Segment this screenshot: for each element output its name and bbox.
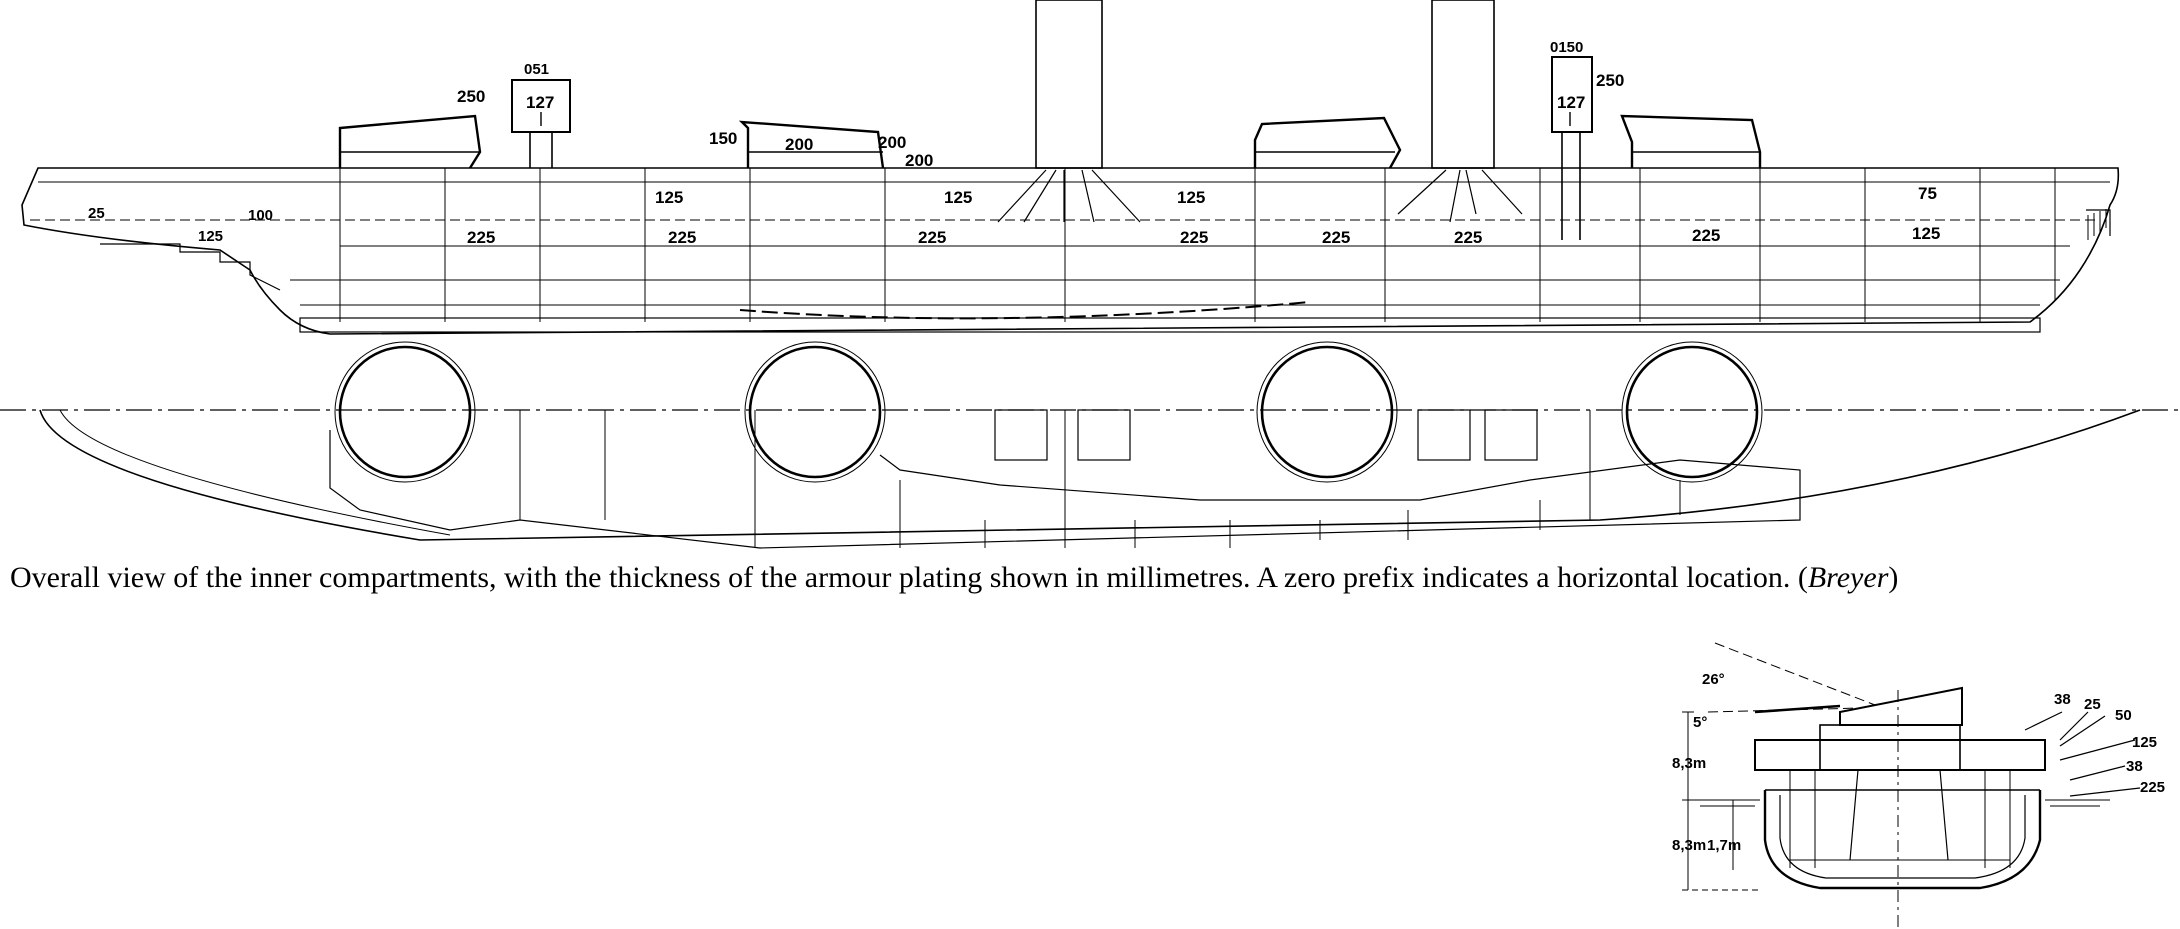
label-main-belt-c: 225: [918, 228, 946, 247]
label-armour-f: 225: [2140, 779, 2165, 796]
sight-tower-1: [511, 79, 571, 133]
cross-section: [1682, 642, 2141, 929]
profile-labels: 25 100 125 250 051 127 150 200 200 200 1…: [88, 39, 1940, 247]
label-stern-upper: 75: [1918, 184, 1937, 203]
funnel-2: [1431, 0, 1495, 169]
label-bow-belt: 125: [198, 228, 223, 245]
section-turret: [1839, 686, 1963, 726]
label-turret2-top: 200: [785, 135, 813, 154]
label-main-belt-d: 225: [1180, 228, 1208, 247]
barbette-1: [338, 345, 472, 479]
label-height-upper: 8,3m: [1672, 755, 1706, 772]
label-upper-belt-c: 125: [1177, 188, 1205, 207]
label-armour-e: 38: [2126, 758, 2143, 775]
turret-4: [1620, 114, 1762, 168]
sight-tower-2: [1551, 56, 1593, 133]
label-rear-sight: 127: [1557, 93, 1585, 112]
barbette-2: [748, 345, 882, 479]
label-main-belt-b: 225: [668, 228, 696, 247]
turret-2: [738, 120, 885, 169]
label-main-belt-a: 225: [467, 228, 495, 247]
section-labels: 26° 5° 8,3m 8,3m 1,7m 38 25 50 125 38 22…: [1672, 671, 2165, 854]
label-turret1-sight: 127: [526, 93, 554, 112]
label-draught: 1,7m: [1707, 837, 1741, 854]
label-rear-sight-side: 250: [1596, 71, 1624, 90]
label-main-belt-f: 225: [1454, 228, 1482, 247]
barbette-4: [1625, 345, 1759, 479]
funnel-1: [1035, 0, 1103, 169]
plan-view: [0, 341, 2180, 549]
label-upper-belt-a: 125: [655, 188, 683, 207]
plan-hull-outline: [39, 409, 2141, 541]
label-turret2-left: 150: [709, 129, 737, 148]
profile-view: [21, 0, 2120, 335]
caption-credit: Breyer: [1807, 561, 1889, 594]
label-angle-dep: 5°: [1693, 714, 1707, 731]
caption-text: Overall view of the inner compartments, …: [10, 561, 1791, 594]
hull-outline: [21, 167, 2120, 335]
section-hull: [1763, 790, 2042, 890]
label-angle-elev: 26°: [1702, 671, 1725, 688]
label-turret2-right: 200: [878, 133, 906, 152]
label-turret2-side: 200: [905, 151, 933, 170]
figure-caption: Overall view of the inner compartments, …: [10, 561, 1899, 594]
label-armour-d: 125: [2132, 734, 2157, 751]
barbette-3: [1260, 345, 1394, 479]
label-turret1-sight-top: 051: [524, 61, 549, 78]
label-armour-a: 38: [2054, 691, 2071, 708]
label-stern-belt: 125: [1912, 224, 1940, 243]
label-rear-sight-top: 0150: [1550, 39, 1583, 56]
label-armour-c: 50: [2115, 707, 2132, 724]
turret-1: [338, 114, 482, 169]
label-main-belt-g: 225: [1692, 226, 1720, 245]
label-bow-deck: 25: [88, 205, 105, 222]
label-armour-b: 25: [2084, 696, 2101, 713]
label-main-belt-e: 225: [1322, 228, 1350, 247]
turret-3: [1253, 116, 1402, 169]
label-height-lower: 8,3m: [1672, 837, 1706, 854]
label-bow-deck-b: 100: [248, 207, 273, 224]
label-upper-belt-b: 125: [944, 188, 972, 207]
label-turret1-face: 250: [457, 87, 485, 106]
